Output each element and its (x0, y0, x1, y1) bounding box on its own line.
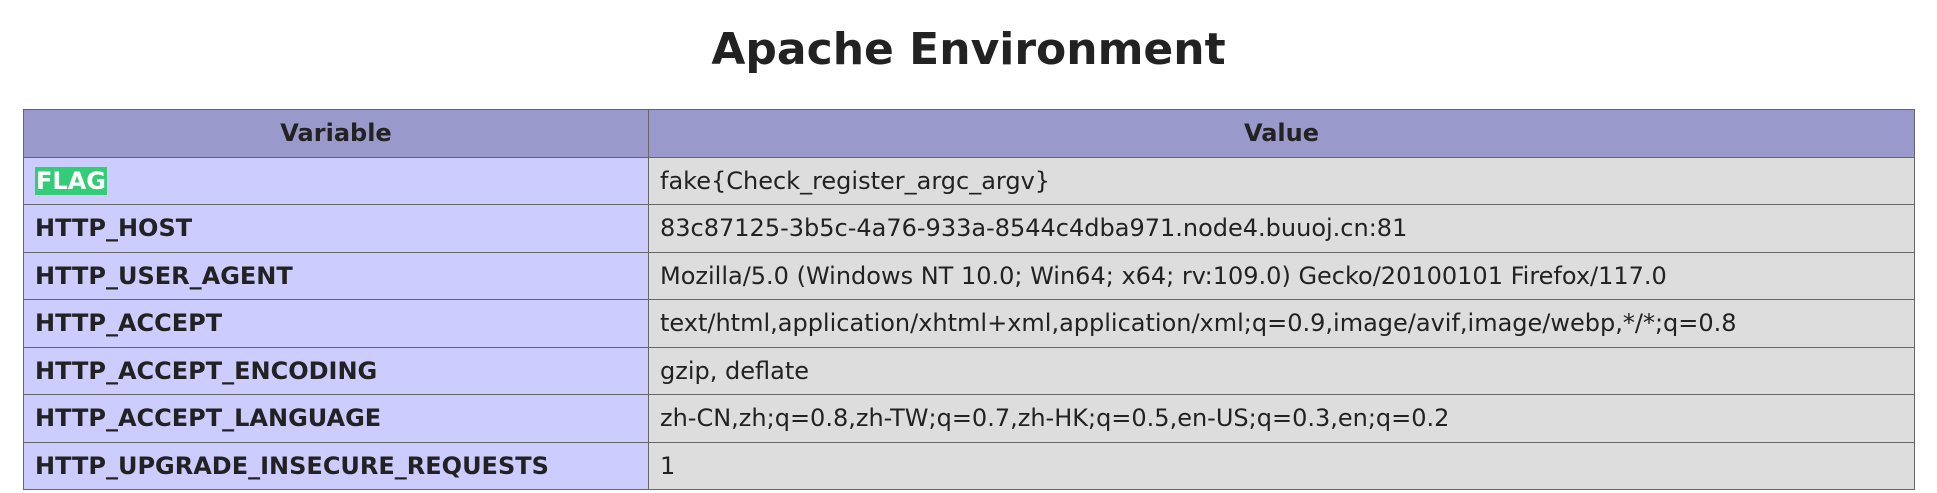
variable-column-header: Variable (23, 109, 649, 158)
value-cell: zh-CN,zh;q=0.8,zh-TW;q=0.7,zh-HK;q=0.5,e… (648, 394, 1915, 443)
value-column-header: Value (648, 109, 1915, 158)
page-title: Apache Environment (711, 24, 1226, 75)
table-row: HTTP_HOST 83c87125-3b5c-4a76-933a-8544c4… (23, 204, 1915, 253)
value-cell: 1 (648, 441, 1915, 490)
table-header-row: Variable Value (23, 109, 1915, 158)
variable-cell: HTTP_ACCEPT_LANGUAGE (23, 394, 649, 443)
variable-cell: HTTP_USER_AGENT (23, 251, 649, 300)
variable-cell: HTTP_ACCEPT_ENCODING (23, 346, 649, 395)
variable-cell: HTTP_UPGRADE_INSECURE_REQUESTS (23, 441, 649, 490)
table-row: FLAG fake{Check_register_argc_argv} (23, 156, 1915, 205)
table-row: HTTP_USER_AGENT Mozilla/5.0 (Windows NT … (23, 251, 1915, 300)
value-cell: gzip, deflate (648, 346, 1915, 395)
variable-cell: HTTP_HOST (23, 204, 649, 253)
variable-cell: HTTP_ACCEPT (23, 299, 649, 348)
table-row: HTTP_ACCEPT_ENCODING gzip, deflate (23, 346, 1915, 395)
search-highlight: FLAG (35, 166, 107, 195)
table-row: HTTP_UPGRADE_INSECURE_REQUESTS 1 (23, 441, 1915, 490)
value-cell: fake{Check_register_argc_argv} (648, 156, 1915, 205)
variable-cell: FLAG (23, 156, 649, 205)
value-cell: text/html,application/xhtml+xml,applicat… (648, 299, 1915, 348)
value-cell: Mozilla/5.0 (Windows NT 10.0; Win64; x64… (648, 251, 1915, 300)
table-row: HTTP_ACCEPT_LANGUAGE zh-CN,zh;q=0.8,zh-T… (23, 394, 1915, 443)
apache-environment-table: Variable Value FLAG fake{Check_register_… (23, 109, 1915, 490)
value-cell: 83c87125-3b5c-4a76-933a-8544c4dba971.nod… (648, 204, 1915, 253)
table-row: HTTP_ACCEPT text/html,application/xhtml+… (23, 299, 1915, 348)
